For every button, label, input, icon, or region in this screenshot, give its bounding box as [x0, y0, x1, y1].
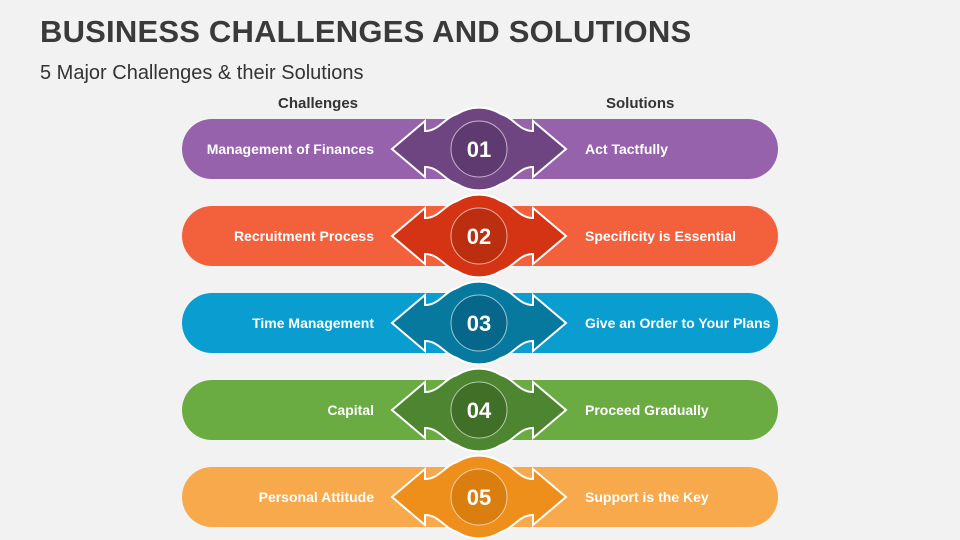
- row-number: 03: [467, 311, 491, 336]
- number-circle: [450, 468, 508, 526]
- row-03: 03: [182, 280, 778, 366]
- slide-title: BUSINESS CHALLENGES AND SOLUTIONS: [40, 14, 692, 49]
- solution-label: Proceed Gradually: [585, 402, 709, 418]
- solution-label: Support is the Key: [585, 489, 709, 505]
- solution-label: Act Tactfully: [585, 141, 668, 157]
- number-circle: [450, 294, 508, 352]
- row-02: 02: [182, 193, 778, 279]
- row-number: 02: [467, 224, 491, 249]
- challenge-label: Management of Finances: [206, 141, 374, 157]
- row-number: 01: [467, 137, 491, 162]
- number-circle: [450, 207, 508, 265]
- solution-label: Specificity is Essential: [585, 228, 736, 244]
- challenge-label: Personal Attitude: [258, 489, 374, 505]
- number-circle: [450, 381, 508, 439]
- challenge-label: Capital: [327, 402, 374, 418]
- challenge-label: Time Management: [252, 315, 374, 331]
- slide-subtitle: 5 Major Challenges & their Solutions: [40, 62, 364, 84]
- row-04: 04: [182, 367, 778, 453]
- row-number: 04: [467, 398, 492, 423]
- challenges-header: Challenges: [278, 95, 359, 112]
- row-01: 01: [182, 106, 778, 192]
- solutions-header: Solutions: [606, 95, 675, 112]
- row-number: 05: [467, 485, 491, 510]
- row-05: 05: [182, 454, 778, 540]
- solution-label: Give an Order to Your Plans: [585, 315, 771, 331]
- number-circle: [450, 120, 508, 178]
- challenge-label: Recruitment Process: [233, 228, 374, 244]
